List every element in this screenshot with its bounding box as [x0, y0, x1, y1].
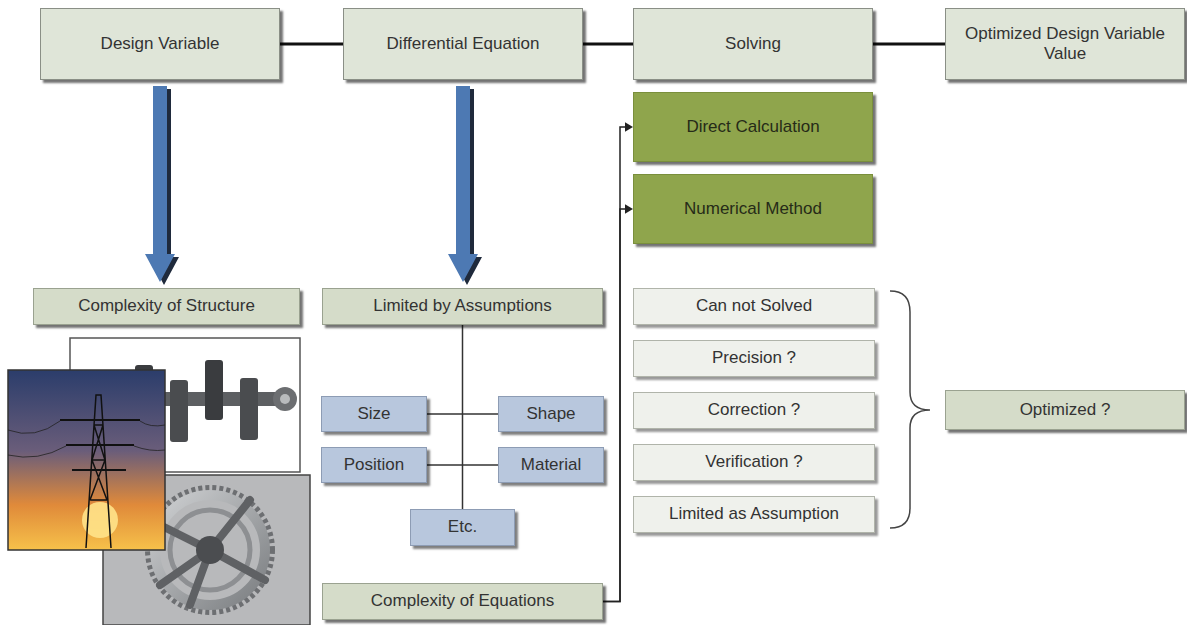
issue-box: Complexity of Equations [322, 583, 603, 620]
box-label: Position [344, 455, 404, 475]
connector [583, 44, 633, 45]
factor-box: Position [321, 447, 427, 483]
stage-box: Solving [633, 8, 873, 80]
block-arrow [448, 86, 478, 282]
box-label: Limited as Assumption [669, 504, 839, 524]
method-box: Direct Calculation [633, 92, 873, 162]
box-label: Optimized Design Variable Value [954, 24, 1176, 65]
box-label: Complexity of Equations [371, 591, 554, 611]
connector [427, 465, 498, 466]
stage-box: Design Variable [40, 8, 280, 80]
problem-box: Can not Solved [633, 288, 875, 325]
connector [427, 414, 498, 415]
connector-line [427, 464, 498, 466]
box-label: Size [357, 404, 390, 424]
connector-line [462, 325, 464, 509]
connector [873, 44, 945, 45]
factor-box: Size [321, 396, 427, 432]
grouping-brace [890, 291, 930, 528]
box-label: Limited by Assumptions [373, 296, 552, 316]
box-label: Optimized ? [1020, 400, 1111, 420]
issue-box: Limited by Assumptions [322, 288, 603, 325]
power-tower-photo [8, 370, 165, 550]
connector-line [873, 43, 945, 46]
box-label: Direct Calculation [686, 117, 819, 137]
box-label: Material [521, 455, 581, 475]
box-label: Etc. [448, 517, 477, 537]
problem-box: Verification ? [633, 444, 875, 481]
box-label: Solving [725, 34, 781, 54]
connector-line [280, 43, 343, 46]
problem-box: Correction ? [633, 392, 875, 429]
connector [145, 86, 179, 285]
problem-box: Limited as Assumption [633, 496, 875, 533]
box-label: Complexity of Structure [78, 296, 255, 316]
box-label: Can not Solved [696, 296, 812, 316]
connector-line [427, 413, 498, 415]
factor-box: Shape [498, 396, 604, 432]
stage-box: Optimized Design Variable Value [945, 8, 1185, 80]
arrow-head [625, 204, 633, 214]
factor-box: Etc. [410, 509, 515, 546]
stage-box: Differential Equation [343, 8, 583, 80]
box-label: Verification ? [705, 452, 802, 472]
box-label: Numerical Method [684, 199, 822, 219]
box-label: Precision ? [712, 348, 796, 368]
connector [448, 86, 482, 285]
connector [280, 44, 343, 45]
issue-box: Complexity of Structure [33, 288, 300, 325]
connector-line [583, 43, 633, 46]
result-box: Optimized ? [945, 390, 1185, 430]
arrow-head [625, 122, 633, 132]
problem-box: Precision ? [633, 340, 875, 377]
connector [603, 122, 633, 601]
factor-box: Material [498, 447, 604, 483]
box-label: Differential Equation [387, 34, 540, 54]
box-label: Shape [526, 404, 575, 424]
block-arrow [145, 86, 175, 282]
box-label: Design Variable [101, 34, 220, 54]
method-box: Numerical Method [633, 174, 873, 244]
connector [462, 325, 463, 509]
connector-line [603, 127, 625, 602]
connector-line [603, 209, 625, 602]
box-label: Correction ? [708, 400, 801, 420]
connector [603, 204, 633, 601]
